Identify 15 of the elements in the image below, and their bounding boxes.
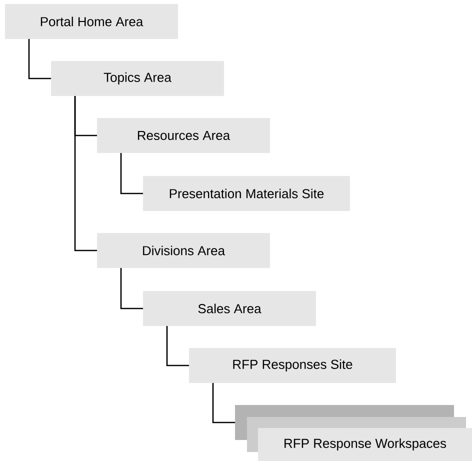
connector-line xyxy=(120,153,143,194)
area-box: RFP Responses Site xyxy=(189,348,396,383)
connector-line xyxy=(74,96,97,252)
connector-line xyxy=(212,383,235,424)
connector-line xyxy=(120,268,143,310)
connector-line xyxy=(166,326,189,366)
area-box: Sales Area xyxy=(143,291,316,326)
area-box: Presentation Materials Site xyxy=(143,176,350,211)
area-box: Topics Area xyxy=(51,61,224,96)
area-box: Portal Home Area xyxy=(5,4,178,39)
node-label: RFP Response Workspaces xyxy=(284,438,446,451)
connector-line xyxy=(28,39,51,80)
area-box: Divisions Area xyxy=(97,233,270,268)
stacked-boxes: RFP Response Workspaces xyxy=(235,405,472,461)
area-box: Resources Area xyxy=(97,118,270,153)
